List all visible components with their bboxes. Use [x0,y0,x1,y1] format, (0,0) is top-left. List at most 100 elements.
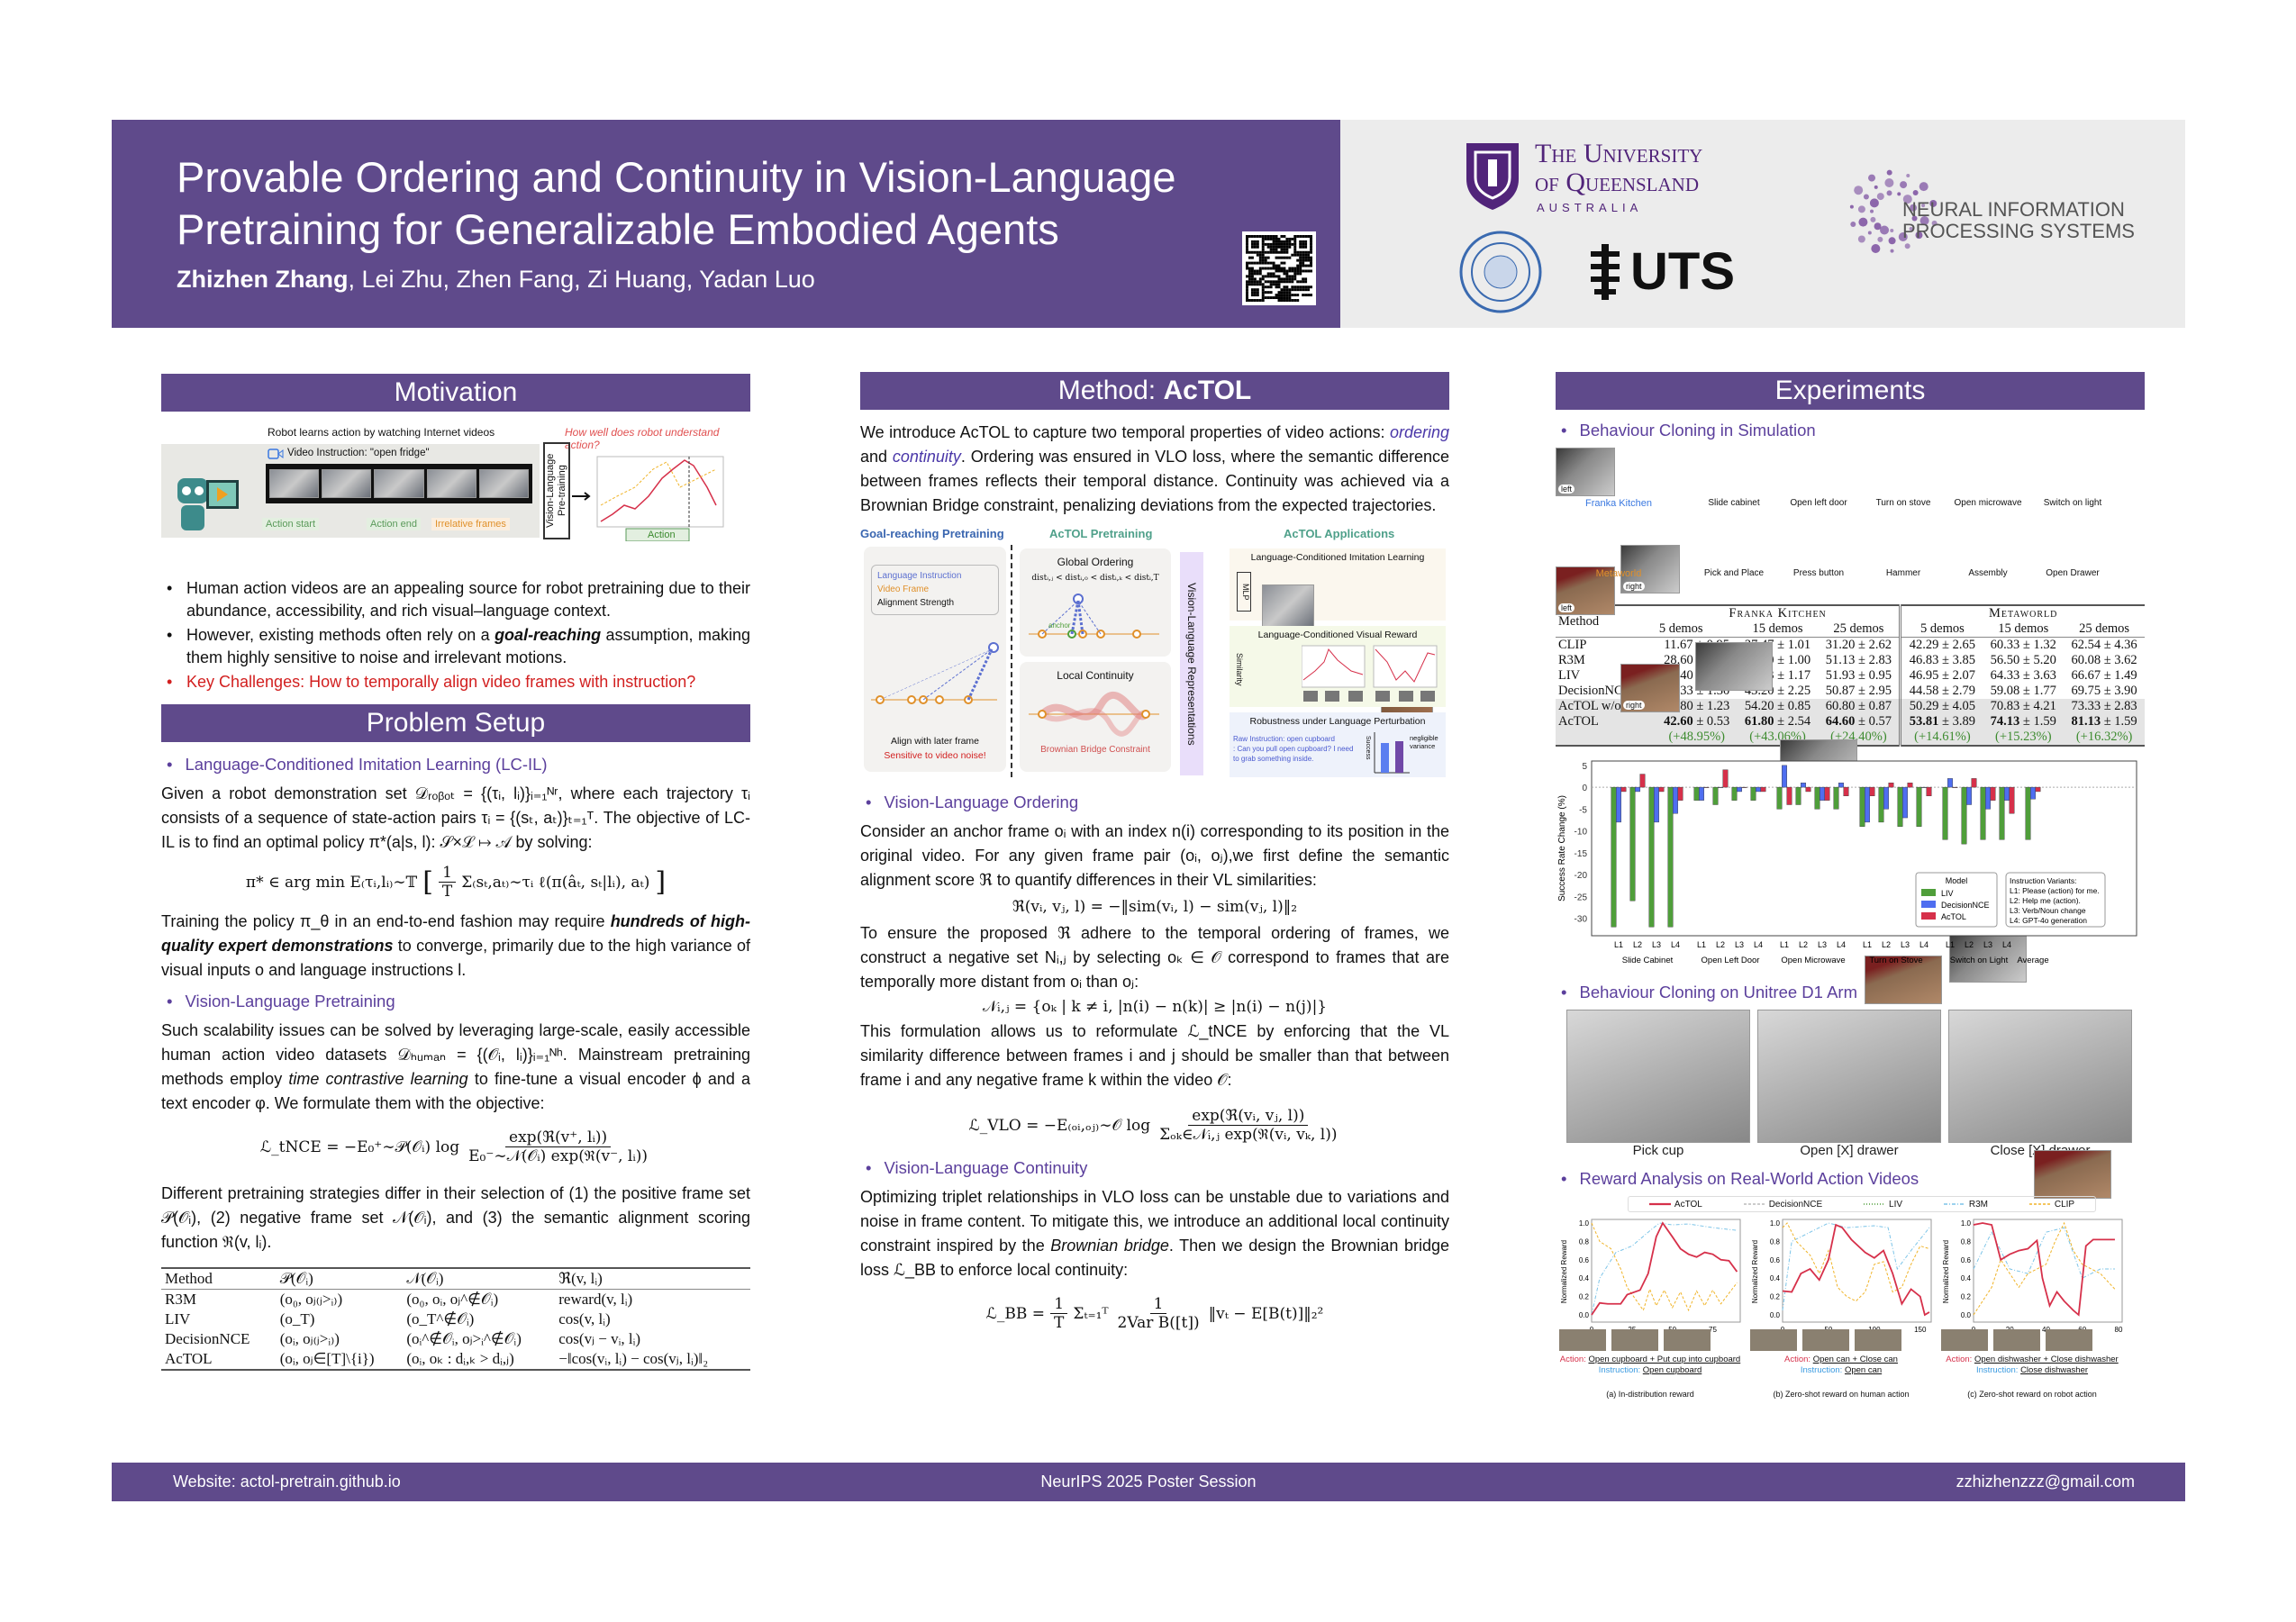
subsection-bc-unitree: Behaviour Cloning on Unitree D1 Arm [1561,983,2145,1002]
std: ± 3.90 [2101,684,2137,698]
bar-decisionnce [1921,786,1927,788]
bar-liv [1648,786,1655,928]
poster-header: Provable Ordering and Continuity in Visi… [112,120,2185,328]
x-tick-label: L2 [1799,940,1808,949]
franka-kitchen-label: Franka Kitchen [1585,498,1652,509]
x-tick-label: L4 [2002,940,2011,949]
method-overview-figure: Goal-reaching Pretraining Language Instr… [860,527,1449,784]
cell: AcTOL [165,1350,213,1367]
legend-label: AcTOL [1941,912,1966,921]
task-label: Turn on stove [1875,498,1931,508]
legend-title: Model [1946,876,1968,885]
result-cell: 50.29 ± 4.05 [1899,699,1983,714]
bar-decisionnce [1654,786,1659,823]
series-line-r3m [1782,1222,1930,1310]
university-seal-icon [1459,231,1542,313]
figure-question: How well does robot understand action? [565,426,720,451]
goal-reaching-title: Goal-reaching Pretraining [860,527,1004,540]
website-link[interactable]: Website: actol-pretrain.github.io [173,1472,401,1491]
eq-denominator: T [441,883,453,901]
series-line-clip [1591,1222,1738,1312]
task-label: Open Drawer [2046,568,2100,578]
section-header-problem-setup: Problem Setup [161,704,750,742]
x-tick-label: L1 [1780,940,1789,949]
method-intro: We introduce AcTOL to capture two tempor… [860,421,1449,518]
std: ± 2.79 [1938,684,1975,698]
result-cell: 44.58 ± 2.79 [1899,684,1983,699]
result-cell: 66.67 ± 1.49 [2064,668,2145,684]
group-label: Switch on Light [1950,956,2009,965]
goal-reaching-diagram [871,642,999,704]
subsection-lc-il: Language-Conditioned Imitation Learning … [167,755,750,775]
result-cell: 59.08 ± 1.77 [1983,684,2064,699]
bar-actol [1658,786,1665,793]
variant-text: L1: Please (action) for me. [2010,886,2100,895]
cell: reward(v, lᵢ) [558,1291,633,1308]
strategies-paragraph: Different pretraining strategies differ … [161,1184,750,1251]
subsection-reward-analysis: Reward Analysis on Real-World Action Vid… [1561,1169,2145,1189]
video-frame-thumbnail [1993,1329,2040,1351]
mean: 54.20 [1744,699,1774,713]
result-cell: 61.80 ± 2.54 [1737,714,1819,729]
bar-liv [1916,786,1922,827]
title-bold: AcTOL [1163,376,1252,405]
neurips-line2: PROCESSING SYSTEMS [1902,220,2135,242]
bar-liv [1693,786,1700,801]
continuity-term: continuity [892,448,961,466]
negative-set-paragraph: To ensure the proposed ℜ adhere to the t… [860,924,1449,991]
qr-code[interactable] [1242,231,1316,305]
mean: 53.81 [1909,714,1939,729]
section-header-motivation: Motivation [161,374,750,412]
text: and [860,448,893,466]
method-cell: AcTOL [1556,714,1656,729]
goal-reaching-emphasis: goal-reaching [495,626,602,644]
mean: 51.13 [1825,653,1856,667]
problem-setup-section: Problem Setup Language-Conditioned Imita… [161,704,750,1371]
mean: 66.67 [2071,668,2101,683]
variant-text: Instruction Variants: [2010,876,2077,885]
table-row: AcTOL(oᵢ, oⱼ∈[T]\{i})(oᵢ, oₖ : dᵢ,ₖ > dᵢ… [161,1349,750,1370]
group-header-metaworld: Metaworld [1899,605,2145,621]
bar-decisionnce [1801,783,1806,788]
email-link[interactable]: zzhizhenzzz@gmail.com [1956,1472,2135,1491]
variant-text: L3: Verb/Noun change [2010,906,2086,915]
bar-decisionnce [1820,786,1825,801]
y-tick-label: -10 [1575,828,1588,838]
mean: 61.80 [1744,714,1774,729]
title-text: Method: [1057,376,1164,405]
mean: 62.54 [2071,638,2101,652]
local-continuity-title: Local Continuity [1057,669,1134,682]
experiments-section: Experiments Behaviour Cloning in Simulat… [1556,372,2145,1448]
mean: 64.33 [1990,668,2020,683]
std: ± 3.63 [2019,668,2056,683]
series-line-clip [1973,1221,2116,1316]
caption: Open [X] drawer [1800,1143,1899,1158]
cell: LIV [165,1310,191,1328]
action-label: Action: [1946,1355,1974,1364]
subfigure-caption: (b) Zero-shot reward on human action [1773,1390,1910,1399]
std: ± 0.57 [1855,714,1892,729]
mean: 64.60 [1825,714,1856,729]
mean: 51.93 [1825,668,1856,683]
legend-video: Video Frame [877,584,930,594]
motivation-bullets: Human action videos are an appealing sou… [161,577,750,693]
table-row: DecisionNCE(oᵢ, oⱼ₍ⱼ>ᵢ₎)(oᵢ^∉𝒪ᵢ, oⱼ>ᵢ^∉𝒪… [161,1329,750,1349]
imitation-learning-panel: Language-Conditioned Imitation Learning … [1230,548,1446,714]
x-tick-label: L2 [1716,940,1725,949]
std: ± 1.59 [2101,714,2137,729]
std: ± 0.85 [1774,699,1811,713]
column-header: 5 demos [1658,621,1703,636]
metaworld-task-image [2034,1150,2111,1199]
series-line-actol [1973,1222,2115,1317]
eq-term: Σₜ₌₁ᵀ [1073,1304,1109,1323]
eq-numerator: exp(ℜ(v⁺, lᵢ)) [505,1128,612,1147]
align-later-text: Align with later frame [890,736,980,747]
y-tick-label: 5 [1582,762,1587,772]
eq-term: π* ∈ arg min E₍τᵢ,lᵢ₎∼𝕋 [245,873,418,892]
visual-reward-panel: Language-Conditioned Visual Reward Simil… [1230,626,1446,707]
std: ± 4.36 [2101,638,2137,652]
bar-actol [1952,786,1958,788]
